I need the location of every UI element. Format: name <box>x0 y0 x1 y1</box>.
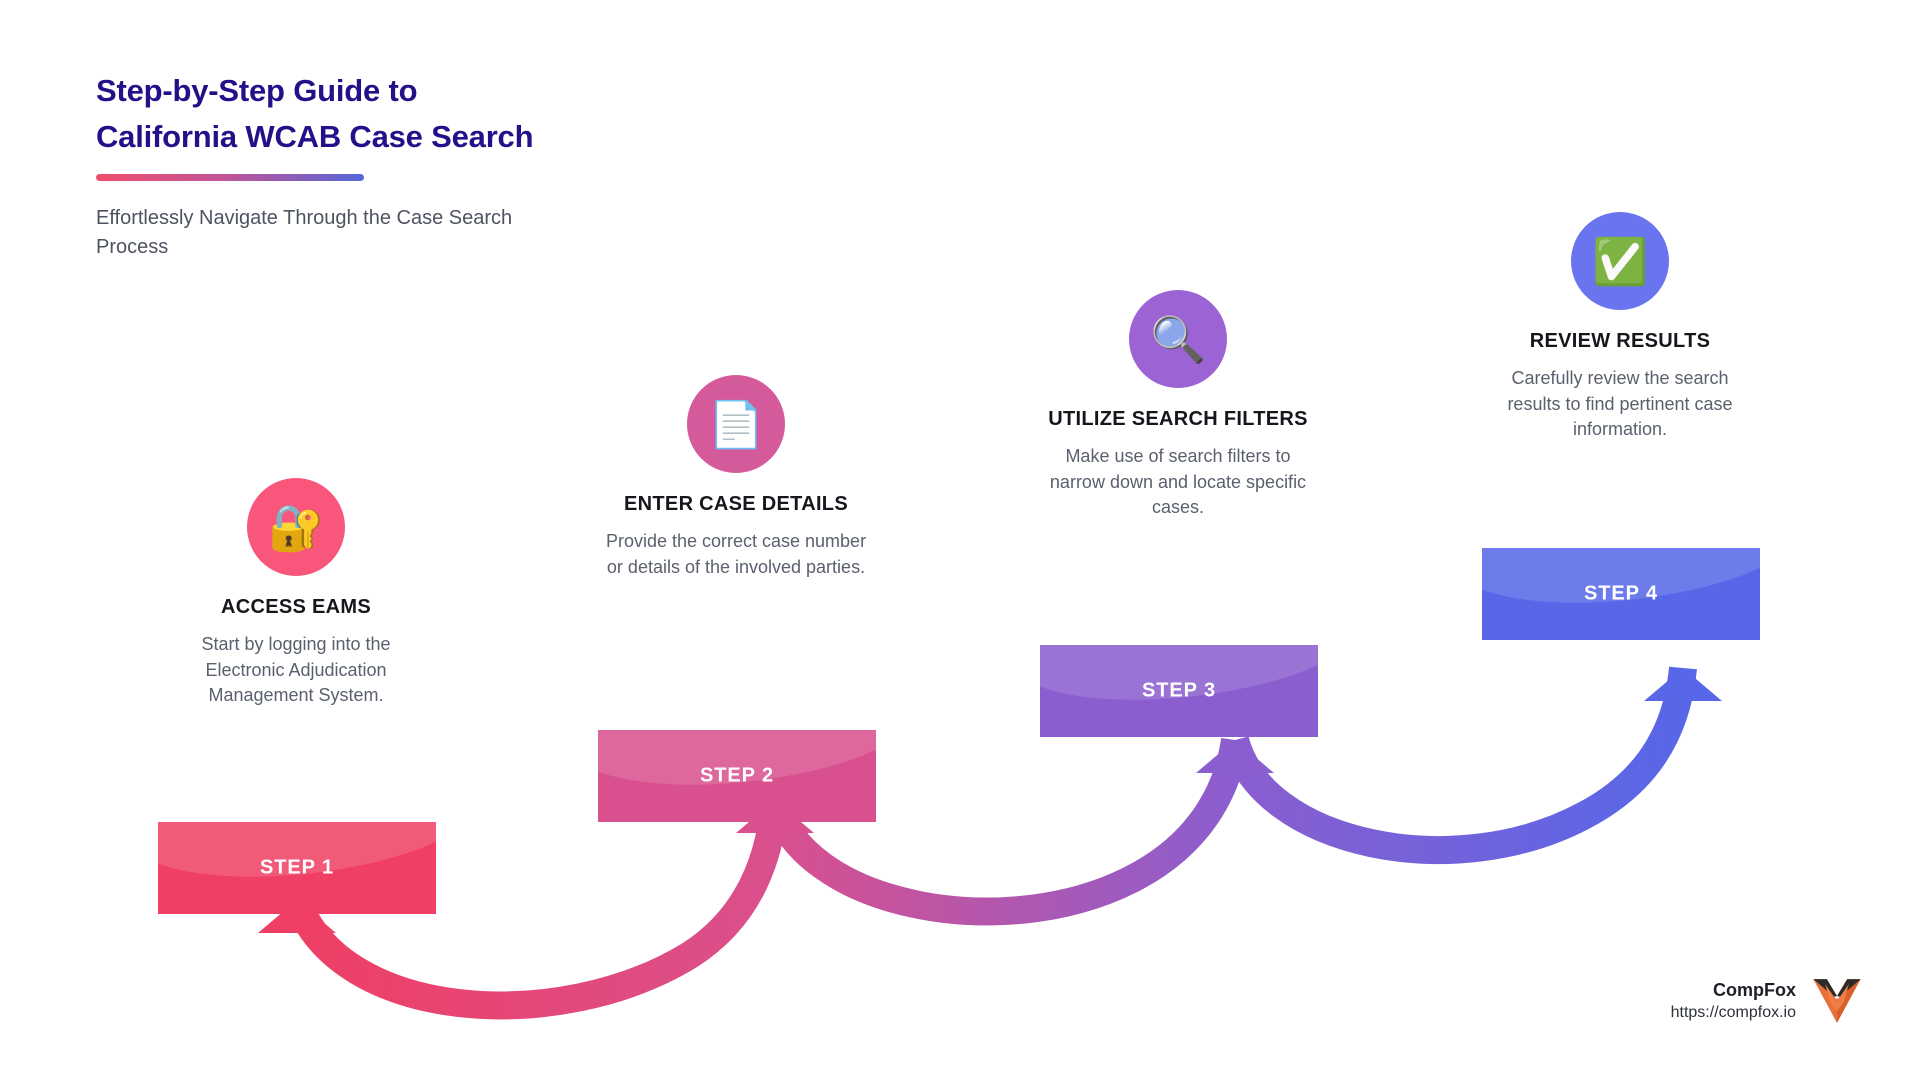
check-mark-button-icon: ✅ <box>1591 235 1649 287</box>
step-1-icon-circle: 🔐 <box>247 478 345 576</box>
step-3-banner-label: STEP 3 <box>1142 679 1216 702</box>
step-4-description: Carefully review the search results to f… <box>1507 368 1733 440</box>
magnifying-glass-icon: 🔍 <box>1149 313 1207 365</box>
step-3-heading: UTILIZE SEARCH FILTERS <box>1048 408 1308 430</box>
title-divider <box>96 173 364 181</box>
step-4-heading: REVIEW RESULTS <box>1529 330 1711 352</box>
header: Step-by-Step Guide to California WCAB Ca… <box>96 68 736 262</box>
page-title-line-2: California WCAB Case Search <box>96 118 534 154</box>
step-3-column: 🔍 UTILIZE SEARCH FILTERS Make use of sea… <box>1028 290 1328 521</box>
step-3-icon-circle: 🔍 <box>1129 290 1227 388</box>
step-4-banner-label: STEP 4 <box>1584 582 1658 605</box>
step-3-banner[interactable]: STEP 3 <box>1040 645 1318 737</box>
footer-text: CompFox https://compfox.io <box>1671 978 1796 1024</box>
step-2-banner-label: STEP 2 <box>700 764 774 787</box>
step-1-description: Start by logging into the Electronic Adj… <box>201 634 391 706</box>
page-subtitle: Effortlessly Navigate Through the Case S… <box>96 206 513 258</box>
footer: CompFox https://compfox.io <box>1671 974 1864 1028</box>
step-2-column: 📄 ENTER CASE DETAILS Provide the correct… <box>586 375 886 580</box>
step-1-heading: ACCESS EAMS <box>221 596 371 618</box>
step-1-banner[interactable]: STEP 1 <box>158 822 436 914</box>
step-1-banner-label: STEP 1 <box>260 856 334 879</box>
footer-url[interactable]: https://compfox.io <box>1670 1004 1796 1022</box>
step-2-description: Provide the correct case number or detai… <box>605 531 867 577</box>
locked-with-key-icon: 🔐 <box>267 501 325 553</box>
compfox-fox-logo-icon <box>1813 979 1861 1023</box>
step-4-column: ✅ REVIEW RESULTS Carefully review the se… <box>1470 212 1770 443</box>
step-3-description: Make use of search filters to narrow dow… <box>1049 446 1307 518</box>
step-2-banner[interactable]: STEP 2 <box>598 730 876 822</box>
page-with-curl-icon: 📄 <box>707 398 765 450</box>
step-2-heading: ENTER CASE DETAILS <box>624 493 848 515</box>
step-1-column: 🔐 ACCESS EAMS Start by logging into the … <box>146 478 446 709</box>
page-title-line-1: Step-by-Step Guide to <box>96 73 418 108</box>
step-4-icon-circle: ✅ <box>1571 212 1669 310</box>
step-4-banner[interactable]: STEP 4 <box>1482 548 1760 640</box>
step-2-icon-circle: 📄 <box>687 375 785 473</box>
footer-brand-name: CompFox <box>1713 980 1796 1001</box>
